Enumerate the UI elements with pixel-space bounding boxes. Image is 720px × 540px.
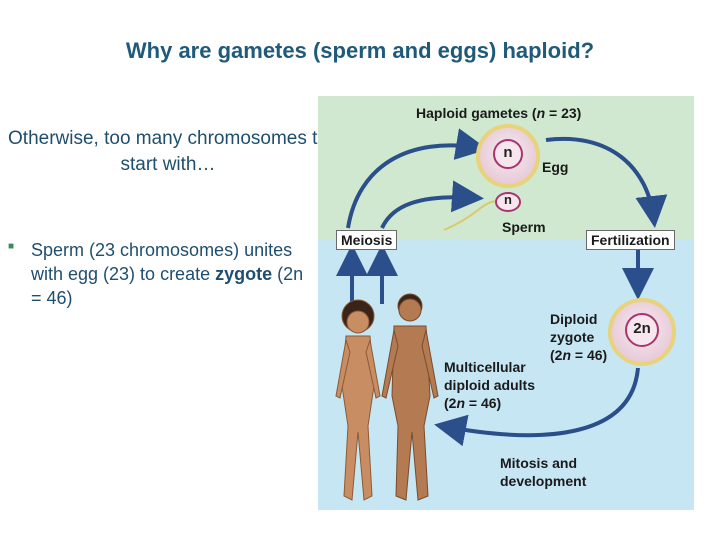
fertilization-label: Fertilization <box>586 230 675 250</box>
egg-cell-label: n <box>498 144 518 161</box>
bullet-point: ■ Sperm (23 chromosomes) unites with egg… <box>8 238 318 310</box>
egg-label: Egg <box>542 158 568 176</box>
life-cycle-diagram: Haploid gametes (n = 23) n Egg n Sperm M… <box>318 96 694 510</box>
mitosis-development-label: Mitosis and development <box>500 454 586 490</box>
zygote-cell-label: 2n <box>628 320 656 337</box>
haploid-gametes-title: Haploid gametes (n = 23) <box>416 104 581 122</box>
sperm-label: Sperm <box>502 218 546 236</box>
bullet-bold-term: zygote <box>215 264 272 284</box>
diploid-zygote-label: Diploid zygote (2n = 46) <box>550 310 607 364</box>
sperm-cell-label: n <box>498 192 518 207</box>
bullet-text: Sperm (23 chromosomes) unites with egg (… <box>31 238 318 310</box>
bullet-marker-icon: ■ <box>8 242 18 252</box>
multicellular-adults-label: Multicellular diploid adults (2n = 46) <box>444 358 535 412</box>
slide-subtitle: Otherwise, too many chromosomes to start… <box>8 126 328 178</box>
meiosis-label: Meiosis <box>336 230 397 250</box>
slide-title: Why are gametes (sperm and eggs) haploid… <box>0 38 720 64</box>
